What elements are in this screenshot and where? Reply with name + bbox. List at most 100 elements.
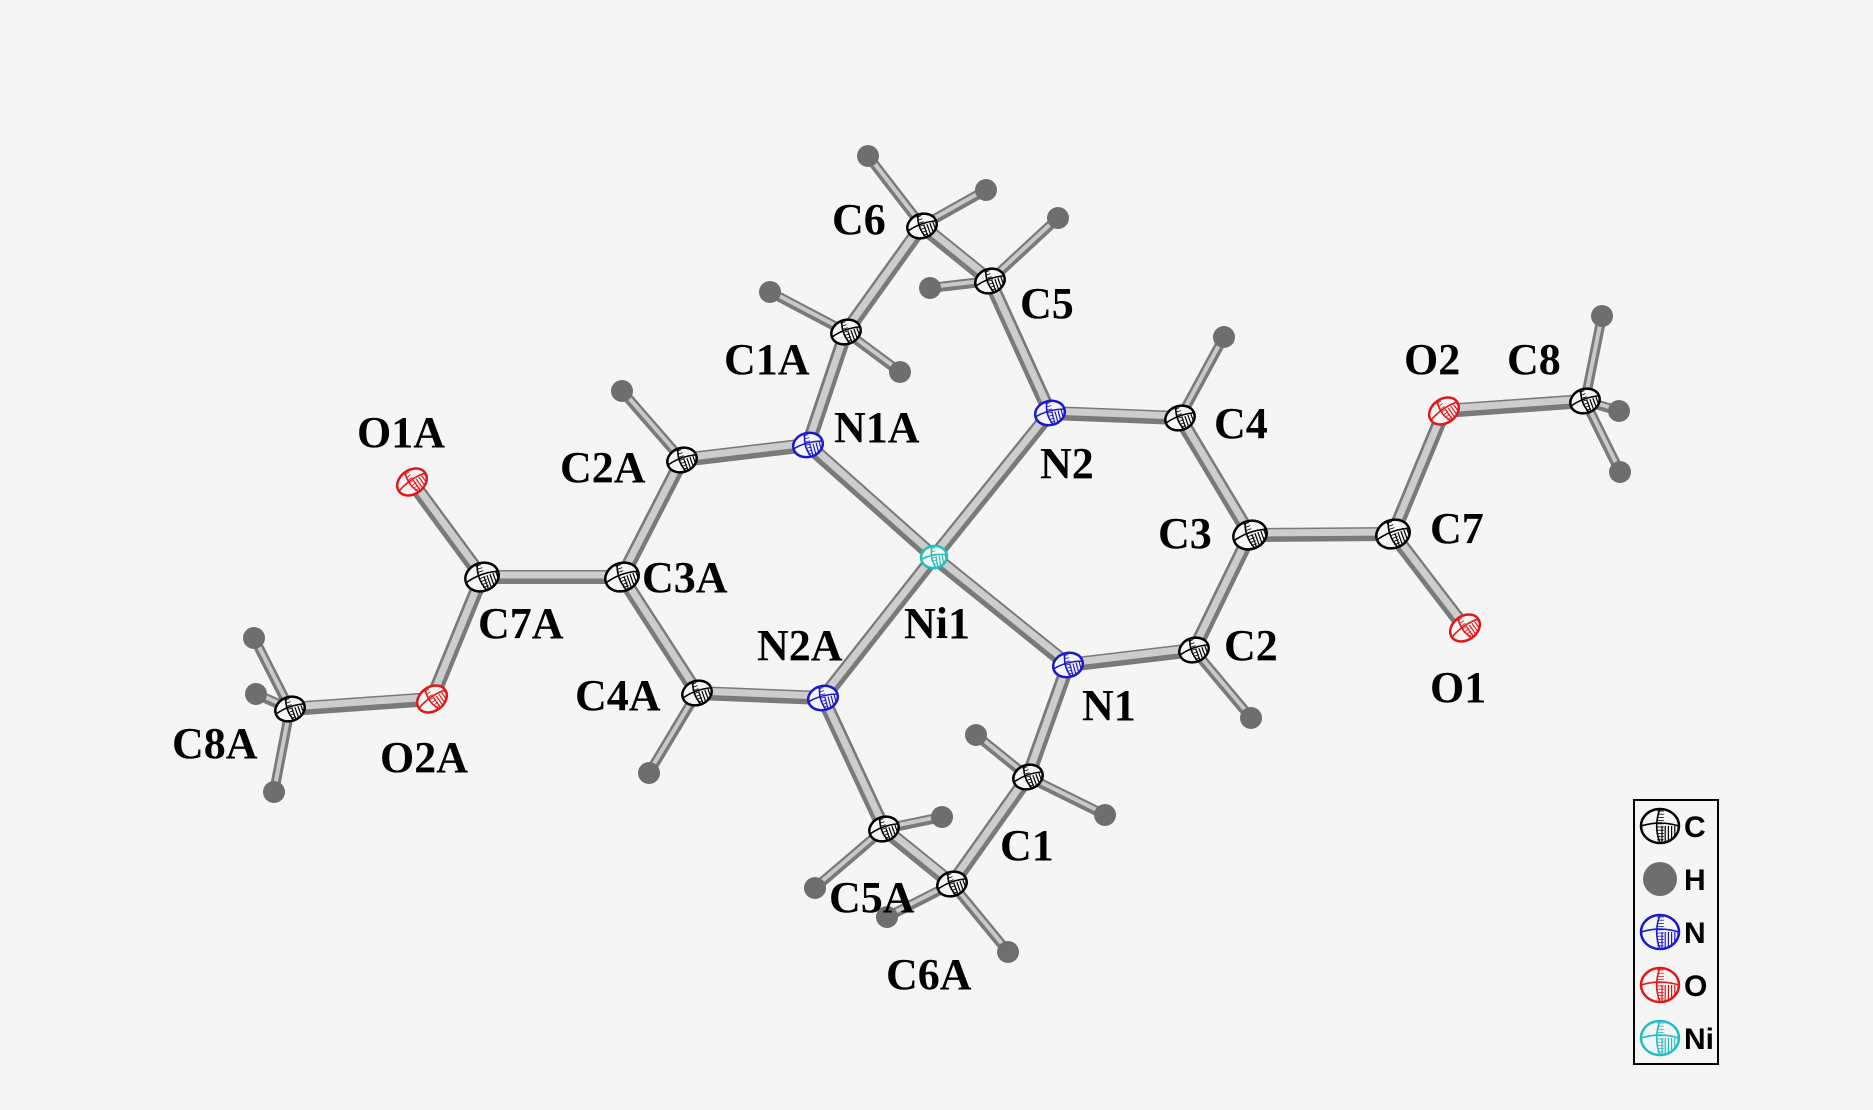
atom-label-C5: C5 xyxy=(1020,279,1074,328)
hydrogen-atom xyxy=(975,179,997,201)
bond-highlight xyxy=(1064,644,1198,667)
atom-label-C8: C8 xyxy=(1507,335,1561,384)
atom-label-O2A: O2A xyxy=(380,733,468,782)
bond-highlight xyxy=(819,551,938,700)
hydrogen-atom xyxy=(243,627,265,649)
hydrogen-atom xyxy=(1591,305,1613,327)
bond-highlight xyxy=(428,571,486,701)
atom-C1 xyxy=(1012,763,1044,791)
bond-highlight xyxy=(1024,659,1072,779)
bond-highlight xyxy=(693,687,827,700)
atom-label-C1A: C1A xyxy=(724,335,810,384)
hydrogen-atom xyxy=(638,762,660,784)
atom-labels-layer: Ni1N1N2N1AN2AC1C2C3C4C5C6C7C8C1AC2AC3AC4… xyxy=(172,195,1561,999)
bond-highlight xyxy=(930,551,1072,667)
h-bond-highlight xyxy=(252,635,292,710)
atom-label-C8A: C8A xyxy=(172,719,258,768)
hydrogen-atom xyxy=(263,781,285,803)
legend-label-h: H xyxy=(1684,864,1706,897)
atom-C3 xyxy=(1232,519,1268,551)
h-bond-highlight xyxy=(1178,334,1226,419)
atom-label-C7: C7 xyxy=(1430,504,1484,553)
h-bond-highlight xyxy=(620,388,684,461)
hydrogen-atom xyxy=(1094,804,1116,826)
atom-label-C2A: C2A xyxy=(560,443,646,492)
atom-label-O1: O1 xyxy=(1430,663,1486,712)
bonds-layer xyxy=(283,219,1592,891)
atom-C4 xyxy=(1164,404,1196,432)
atom-label-C4: C4 xyxy=(1214,399,1268,448)
atom-label-N2: N2 xyxy=(1040,439,1094,488)
atom-O1A xyxy=(395,467,429,497)
atom-label-Ni1: Ni1 xyxy=(904,599,970,648)
bond-highlight xyxy=(842,220,926,334)
atom-O2A xyxy=(415,684,449,714)
atom-C1A xyxy=(830,318,862,346)
bond-highlight xyxy=(930,407,1054,559)
atom-C8A xyxy=(274,695,306,723)
hydrogen-atom xyxy=(1047,207,1069,229)
hydrogen-atom xyxy=(245,683,267,705)
bond-highlight xyxy=(804,439,938,559)
bond-highlight xyxy=(804,326,850,447)
h-bond-highlight xyxy=(1192,647,1253,719)
h-bond-highlight xyxy=(1583,313,1604,402)
heavy-atoms-layer xyxy=(274,212,1601,898)
atom-Ni1 xyxy=(919,544,949,570)
atom-label-N1: N1 xyxy=(1082,681,1136,730)
atom-C6A xyxy=(936,870,968,898)
bond-highlight xyxy=(1246,528,1397,537)
atom-label-C4A: C4A xyxy=(575,671,661,720)
hydrogen-atom xyxy=(1240,707,1262,729)
h-bond-highlight xyxy=(866,153,924,227)
h-bond-highlight xyxy=(988,215,1060,282)
hydrogen-atom xyxy=(1609,461,1631,483)
atom-N1 xyxy=(1051,651,1085,679)
legend-ni-ellipsoid-icon xyxy=(1639,1019,1681,1057)
atom-N1A xyxy=(791,431,825,459)
atom-label-C7A: C7A xyxy=(478,599,564,648)
atom-label-C6A: C6A xyxy=(886,950,972,999)
atom-C7 xyxy=(1375,518,1411,550)
bond-highlight xyxy=(1176,412,1254,537)
atom-label-N2A: N2A xyxy=(757,621,843,670)
hydrogen-atom xyxy=(997,941,1019,963)
atom-C2A xyxy=(666,446,698,474)
hydrogen-atom xyxy=(965,724,987,746)
atom-O2 xyxy=(1427,396,1461,426)
hydrogen-atom xyxy=(876,906,898,928)
bond-highlight xyxy=(618,454,686,579)
hydrogen-atom xyxy=(1213,326,1235,348)
atom-C5 xyxy=(974,267,1006,295)
atom-C3A xyxy=(604,561,640,593)
atom-C5A xyxy=(868,815,900,843)
hydrogen-atom xyxy=(611,380,633,402)
bond-highlight xyxy=(986,275,1054,415)
atom-label-N1A: N1A xyxy=(834,403,920,452)
h-bond-highlight xyxy=(950,881,1010,953)
bond-highlight xyxy=(1389,405,1448,536)
hydrogen-atom xyxy=(889,361,911,383)
atom-label-C3: C3 xyxy=(1158,509,1212,558)
legend-c-ellipsoid-icon xyxy=(1639,807,1681,845)
h-bond-highlight xyxy=(768,289,848,333)
atom-label-O2: O2 xyxy=(1404,335,1460,384)
hydrogen-atom xyxy=(1608,400,1630,422)
bond-highlight xyxy=(1046,407,1184,420)
atom-label-C2: C2 xyxy=(1224,621,1278,670)
bond-highlight xyxy=(819,692,888,831)
atom-label-C1: C1 xyxy=(1000,821,1054,870)
bond-highlight xyxy=(1190,529,1254,652)
atom-C6 xyxy=(906,212,938,240)
bond-highlight xyxy=(678,439,812,462)
atom-N2 xyxy=(1033,399,1067,427)
hydrogen-atom xyxy=(857,145,879,167)
bond-highlight xyxy=(1389,528,1469,630)
legend-label-o: O xyxy=(1684,970,1707,1003)
atom-C2 xyxy=(1178,636,1210,664)
atom-C7A xyxy=(464,561,500,593)
legend-label-ni: Ni xyxy=(1684,1023,1714,1056)
bond-highlight xyxy=(286,693,436,711)
